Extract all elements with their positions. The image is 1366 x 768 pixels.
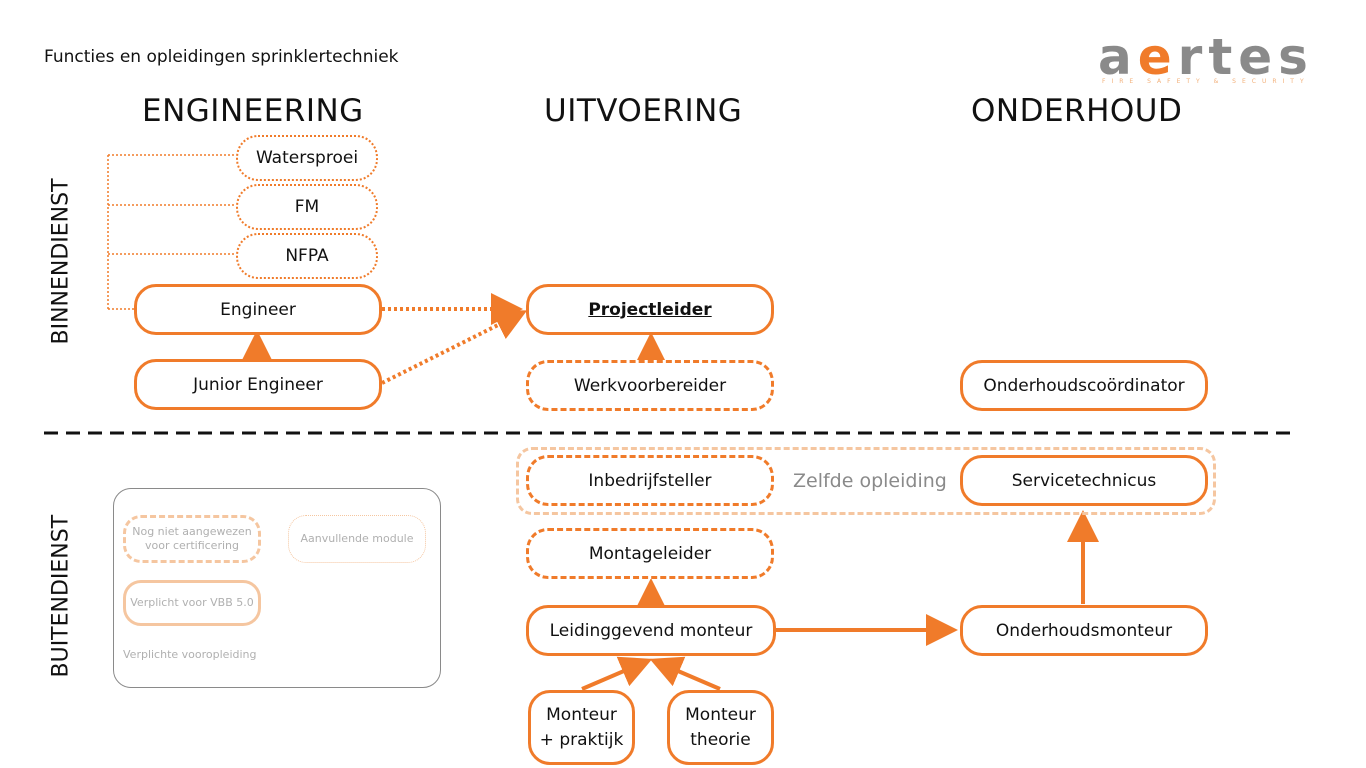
node-monteur-praktijk: Monteur + praktijk — [528, 690, 635, 765]
legend-not-designated: Nog niet aangewezen voor certificering — [123, 515, 261, 563]
module-bracket — [107, 154, 236, 310]
node-monteur-theorie-line1: Monteur — [685, 704, 756, 725]
row-heading-buitendienst: BUITENDIENST — [48, 514, 74, 678]
page-title: Functies en opleidingen sprinklertechnie… — [44, 47, 399, 67]
node-werkvoorbereider: Werkvoorbereider — [526, 360, 774, 411]
legend-panel — [113, 488, 441, 688]
logo-tagline: FIRE SAFETY & SECURITY — [1102, 78, 1310, 85]
legend-not-designated-line2: voor certificering — [145, 539, 239, 552]
node-junior-engineer: Junior Engineer — [134, 359, 382, 410]
node-projectleider: Projectleider — [526, 284, 774, 335]
node-leidinggevend-monteur: Leidinggevend monteur — [526, 605, 776, 656]
column-heading-engineering: ENGINEERING — [142, 93, 364, 129]
node-monteur-theorie-line2: theorie — [690, 729, 751, 750]
aertes-logo: aertes — [1098, 28, 1314, 86]
column-heading-onderhoud: ONDERHOUD — [971, 93, 1183, 129]
node-inbedrijfsteller: Inbedrijfsteller — [526, 455, 774, 506]
node-engineer: Engineer — [134, 284, 382, 335]
node-monteur-praktijk-line2: + praktijk — [539, 729, 624, 750]
group-label-zelfde-opleiding: Zelfde opleiding — [793, 470, 947, 492]
node-monteur-theorie: Monteur theorie — [667, 690, 774, 765]
legend-not-designated-line1: Nog niet aangewezen — [132, 524, 252, 538]
row-heading-binnendienst: BINNENDIENST — [48, 178, 74, 345]
node-onderhoudscoordinator: Onderhoudscoördinator — [960, 360, 1208, 411]
legend-additional-module: Aanvullende module — [288, 515, 426, 563]
node-nfpa: NFPA — [236, 233, 378, 279]
arrow-junior-to-projectleider — [381, 310, 528, 385]
arrow-praktijk-to-leidinggevend — [581, 656, 653, 691]
node-montageleider: Montageleider — [526, 528, 774, 579]
arrow-theorie-to-leidinggevend — [649, 656, 721, 691]
group-zelfde-opleiding — [516, 447, 1216, 515]
node-servicetechnicus: Servicetechnicus — [960, 455, 1208, 506]
column-heading-uitvoering: UITVOERING — [544, 93, 743, 129]
legend-mandatory-prior: Verplichte vooropleiding — [123, 647, 257, 661]
node-watersproei: Watersproei — [236, 135, 378, 181]
node-onderhoudsmonteur: Onderhoudsmonteur — [960, 605, 1208, 656]
node-fm: FM — [236, 184, 378, 230]
legend-mandatory-vbb: Verplicht voor VBB 5.0 — [123, 580, 261, 626]
node-monteur-praktijk-line1: Monteur — [546, 704, 617, 725]
